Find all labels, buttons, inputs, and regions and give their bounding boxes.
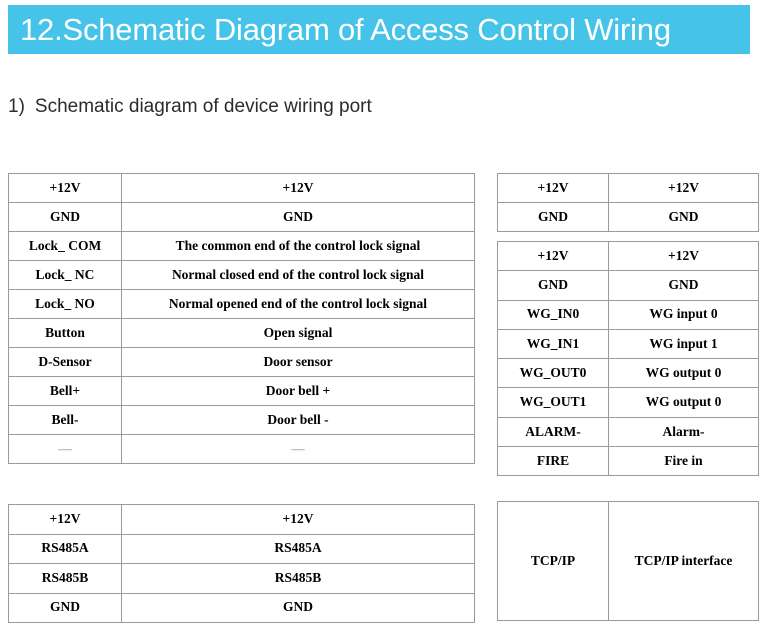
terminal-name-cell: GND — [8, 202, 122, 232]
terminal-name-cell: Button — [8, 318, 122, 348]
terminal-description-cell: WG input 0 — [608, 299, 759, 330]
terminal-description-cell: +12V — [608, 173, 759, 203]
terminal-name-cell: Lock_ COM — [8, 231, 122, 261]
terminal-name-cell: GND — [8, 592, 122, 623]
terminal-name-cell: RS485A — [8, 533, 122, 564]
terminal-description-cell: WG input 1 — [608, 328, 759, 360]
terminal-name-cell: Lock_ NC — [8, 260, 122, 290]
terminal-name-cell: FIRE — [497, 446, 609, 477]
terminal-description-cell: Normal closed end of the control lock si… — [121, 260, 475, 290]
terminal-description-cell: GND — [608, 270, 759, 301]
terminal-name-cell: D-Sensor — [8, 347, 122, 377]
page-title: 12.Schematic Diagram of Access Control W… — [20, 12, 671, 47]
terminal-name-cell: — — [8, 434, 122, 464]
terminal-description-cell: +12V — [121, 173, 475, 203]
page-header-banner: 12.Schematic Diagram of Access Control W… — [8, 5, 750, 54]
terminal-description-cell: Door bell - — [121, 405, 475, 435]
terminal-name-cell: Lock_ NO — [8, 289, 122, 319]
terminal-description-cell: TCP/IP interface — [608, 501, 759, 621]
terminal-name-cell: +12V — [8, 504, 122, 535]
terminal-description-cell: Door bell + — [121, 376, 475, 406]
terminal-description-cell: WG output 0 — [608, 358, 759, 389]
terminal-description-cell: RS485B — [121, 563, 475, 594]
terminal-description-cell: WG output 0 — [608, 387, 759, 418]
section-title: Schematic diagram of device wiring port — [34, 96, 372, 117]
terminal-name-cell: WG_IN0 — [497, 299, 609, 330]
terminal-name-cell: WG_IN1 — [497, 328, 609, 360]
terminal-name-cell: RS485B — [8, 563, 122, 594]
terminal-description-cell: GND — [121, 202, 475, 232]
terminal-description-cell: Fire in — [608, 446, 759, 477]
terminal-name-cell: +12V — [497, 240, 609, 272]
table-row: +12V+12V — [8, 173, 475, 203]
terminal-description-cell: Door sensor — [121, 347, 475, 377]
table-row: ALARM-Alarm- — [497, 416, 759, 448]
terminal-description-cell: Open signal — [121, 318, 475, 348]
terminal-description-cell: GND — [608, 202, 759, 232]
terminal-name-cell: GND — [497, 202, 609, 232]
terminal-description-cell: +12V — [608, 240, 759, 272]
terminal-description-cell: Alarm- — [608, 416, 759, 448]
table-row: Bell+Door bell + — [8, 376, 475, 406]
table-row: +12V+12V — [8, 504, 475, 535]
terminal-description-cell: RS485A — [121, 533, 475, 564]
section-marker: 1) — [8, 96, 25, 117]
table-row: +12V+12V — [497, 173, 759, 203]
terminal-description-cell: +12V — [121, 504, 475, 535]
terminal-name-cell: Bell- — [8, 405, 122, 435]
section-heading: 1) Schematic diagram of device wiring por… — [8, 96, 372, 118]
table-row: +12V+12V — [497, 240, 759, 272]
terminal-description-cell: The common end of the control lock signa… — [121, 231, 475, 261]
terminal-description-cell: GND — [121, 592, 475, 623]
terminal-name-cell: GND — [497, 270, 609, 301]
terminal-description-cell: — — [121, 434, 475, 464]
terminal-name-cell: WG_OUT0 — [497, 358, 609, 389]
table-row: —— — [8, 434, 475, 464]
terminal-name-cell: WG_OUT1 — [497, 387, 609, 418]
terminal-name-cell: +12V — [497, 173, 609, 203]
terminal-name-cell: Bell+ — [8, 376, 122, 406]
terminal-description-cell: Normal opened end of the control lock si… — [121, 289, 475, 319]
terminal-name-cell: TCP/IP — [497, 501, 609, 621]
table-row: Bell-Door bell - — [8, 405, 475, 435]
terminal-name-cell: ALARM- — [497, 416, 609, 448]
terminal-name-cell: +12V — [8, 173, 122, 203]
